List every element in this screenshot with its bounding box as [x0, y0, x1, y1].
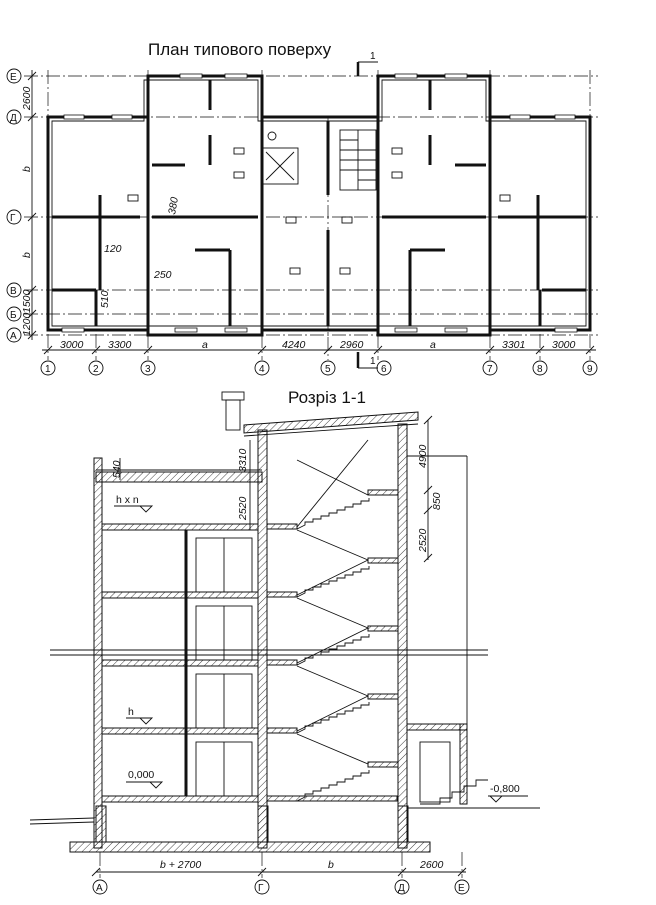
- dim-250: 250: [153, 269, 172, 281]
- plan-vertical-axes: [47, 70, 591, 360]
- dim-2600: 2600: [21, 86, 33, 111]
- dim-b-section: b: [328, 859, 334, 871]
- entrance-annex: [406, 455, 540, 809]
- axis-letter-b: Б: [10, 310, 17, 321]
- axis-number-6: 6: [381, 364, 387, 375]
- plan-windows: [61, 73, 578, 333]
- dim-120: 120: [104, 243, 122, 255]
- axis-letter-g: Г: [10, 213, 16, 224]
- plan-bottom-dimensions: 3000 3300 a 4240 2960 a 3301 3000: [42, 339, 596, 355]
- dim-3300: 3300: [108, 339, 132, 351]
- level-0000: 0,000: [128, 769, 154, 781]
- dim-540: 540: [111, 460, 123, 478]
- axis-number-8: 8: [537, 364, 543, 375]
- level-minus-0800: -0,800: [490, 783, 520, 795]
- floor-slabs: [101, 489, 399, 803]
- level-mark-0000: 0,000: [126, 769, 164, 789]
- building-section: Розріз 1-1: [29, 388, 540, 895]
- section-upper-dimensions: 3310 2520 540: [111, 440, 251, 530]
- foundation: [29, 805, 431, 853]
- axis-number-1: 1: [45, 364, 51, 375]
- stair-plan: [339, 129, 377, 191]
- section-bottom-dimensions: b + 2700 b 2600: [91, 852, 467, 878]
- dim-510: 510: [99, 290, 111, 308]
- dim-3000-right: 3000: [552, 339, 576, 351]
- wall-axis-g: [257, 429, 268, 849]
- dim-2520-right: 2520: [417, 528, 429, 553]
- axis-letter-v: В: [10, 286, 17, 297]
- dim-b-plus-2700: b + 2700: [160, 859, 201, 871]
- level-mark-minus-0800: -0,800: [488, 783, 528, 803]
- dim-b-upper: b: [21, 166, 33, 172]
- label-h-text: h: [128, 706, 134, 718]
- dim-b-lower: b: [21, 252, 33, 258]
- dim-4900: 4900: [417, 444, 429, 468]
- dim-a-right: a: [430, 339, 436, 351]
- section-doors: [184, 530, 253, 797]
- dim-2600-section: 2600: [419, 859, 444, 871]
- axis-number-4: 4: [259, 364, 265, 375]
- section-axis-a: А: [96, 883, 103, 894]
- roof: [95, 411, 419, 483]
- axis-number-5: 5: [325, 364, 331, 375]
- dim-3000-left: 3000: [60, 339, 84, 351]
- floor-plan: План типового поверху 1 Е Д Г В: [6, 40, 598, 376]
- label-hxn: h x n: [116, 494, 139, 506]
- axis-letter-e: Е: [10, 72, 17, 83]
- axis-letter-markers: Е Д Г В Б А: [6, 68, 22, 343]
- dim-850: 850: [431, 492, 443, 510]
- section-axis-e: Е: [458, 883, 465, 894]
- dim-4240: 4240: [282, 339, 306, 351]
- plan-left-dimensions: 2600 b b 1500 1200: [21, 70, 37, 340]
- wall-axis-a: [93, 457, 103, 849]
- dim-1500: 1500: [21, 289, 33, 313]
- axis-number-7: 7: [487, 364, 493, 375]
- axis-number-2: 2: [93, 364, 99, 375]
- roof-vent-cap: [221, 391, 245, 401]
- section-title: Розріз 1-1: [288, 388, 366, 407]
- stair-flights: [296, 439, 370, 802]
- section-cut-mark-top: 1: [356, 51, 378, 76]
- dim-1200: 1200: [21, 312, 33, 336]
- axis-letter-d: Д: [10, 113, 17, 124]
- axis-number-3: 3: [145, 364, 151, 375]
- cut-label-top: 1: [370, 51, 376, 62]
- plan-interior-walls: [52, 80, 586, 330]
- label-h: h: [126, 706, 154, 725]
- section-cut-mark-bottom: 1: [356, 352, 378, 369]
- axis-number-markers: 1 2 3 4 5 6 7 8 9: [40, 360, 598, 376]
- label-h-x-n: h x n: [114, 494, 154, 513]
- axis-number-9: 9: [587, 364, 593, 375]
- section-axis-g: Г: [258, 883, 264, 894]
- section-right-dimensions: 4900 2520 850: [417, 415, 443, 563]
- elevator-shaft: [261, 147, 299, 185]
- dim-2520-left: 2520: [237, 496, 249, 521]
- dim-380: 380: [166, 196, 181, 215]
- dim-2960: 2960: [339, 339, 364, 351]
- section-axis-d: Д: [398, 883, 405, 894]
- dim-3310: 3310: [237, 448, 249, 472]
- plan-fixtures: [127, 131, 511, 275]
- cut-label-bottom: 1: [370, 356, 376, 367]
- section-axis-markers: А Г Д Е: [92, 879, 470, 895]
- axis-letter-a: А: [10, 331, 17, 342]
- dim-3301: 3301: [502, 339, 525, 351]
- roof-vent: [225, 399, 241, 431]
- wall-axis-d: [397, 423, 408, 849]
- plan-title: План типового поверху: [148, 40, 332, 59]
- dim-a-left: a: [202, 339, 208, 351]
